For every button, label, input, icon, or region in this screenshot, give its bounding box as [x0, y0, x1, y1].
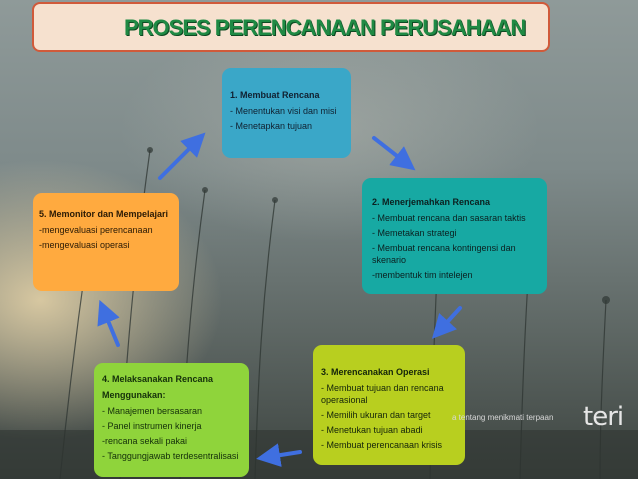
arrow-5-to-1 — [158, 132, 206, 180]
step-1-item: - Menetapkan tujuan — [230, 121, 313, 131]
step-2-box: 2. Menerjemahkan Rencana - Membuat renca… — [362, 178, 547, 294]
step-5-item: -mengevaluasi perencanaan — [39, 225, 153, 235]
arrow-4-to-5 — [97, 299, 120, 347]
arrow-2-to-3 — [431, 306, 462, 339]
step-3-item: - Menetukan tujuan abadi — [321, 425, 423, 435]
diagram-title: PROSES PERENCANAAN PERUSAHAAN — [124, 15, 526, 40]
step-4-heading: 4. Melaksanakan Rencana — [102, 374, 214, 384]
step-1-heading: 1. Membuat Rencana — [230, 90, 320, 100]
step-4-item: - Panel instrumen kinerja — [102, 421, 202, 431]
step-3-item: - Membuat perencanaan krisis — [321, 440, 443, 450]
watermark-logo: teri — [583, 402, 624, 432]
step-4-subheading: Menggunakan: — [102, 390, 166, 400]
step-1-item: - Menentukan visi dan misi — [230, 106, 337, 116]
step-2-item: - Membuat rencana kontingensi dan skenar… — [372, 243, 516, 265]
step-3-item: - Memilih ukuran dan target — [321, 410, 431, 420]
step-1-box: 1. Membuat Rencana - Menentukan visi dan… — [222, 68, 351, 158]
step-4-item: - Tanggungjawab terdesentralisasi — [102, 451, 239, 461]
step-2-item: - Memetakan strategi — [372, 228, 457, 238]
step-4-item: - Manajemen bersasaran — [102, 406, 203, 416]
step-5-box: 5. Memonitor dan Mempelajari -mengevalua… — [33, 193, 179, 291]
step-3-heading: 3. Merencanakan Operasi — [321, 367, 430, 377]
step-2-heading: 2. Menerjemahkan Rencana — [372, 197, 491, 207]
step-3-box: 3. Merencanakan Operasi - Membuat tujuan… — [313, 345, 465, 465]
title-banner: PROSES PERENCANAAN PERUSAHAAN — [32, 2, 550, 52]
step-4-item: -rencana sekali pakai — [102, 436, 188, 446]
step-2-item: - Membuat rencana dan sasaran taktis — [372, 213, 526, 223]
watermark-text: a tentang menikmati terpaan — [452, 413, 554, 422]
step-2-item: -membentuk tim intelejen — [372, 270, 473, 280]
step-5-item: -mengevaluasi operasi — [39, 240, 130, 250]
step-5-heading: 5. Memonitor dan Mempelajari — [39, 209, 169, 219]
step-4-box: 4. Melaksanakan Rencana Menggunakan: - M… — [94, 363, 249, 477]
arrow-3-to-4 — [256, 443, 302, 468]
arrow-1-to-2 — [372, 136, 416, 171]
step-3-item: - Membuat tujuan dan rencana operasional — [321, 383, 444, 405]
